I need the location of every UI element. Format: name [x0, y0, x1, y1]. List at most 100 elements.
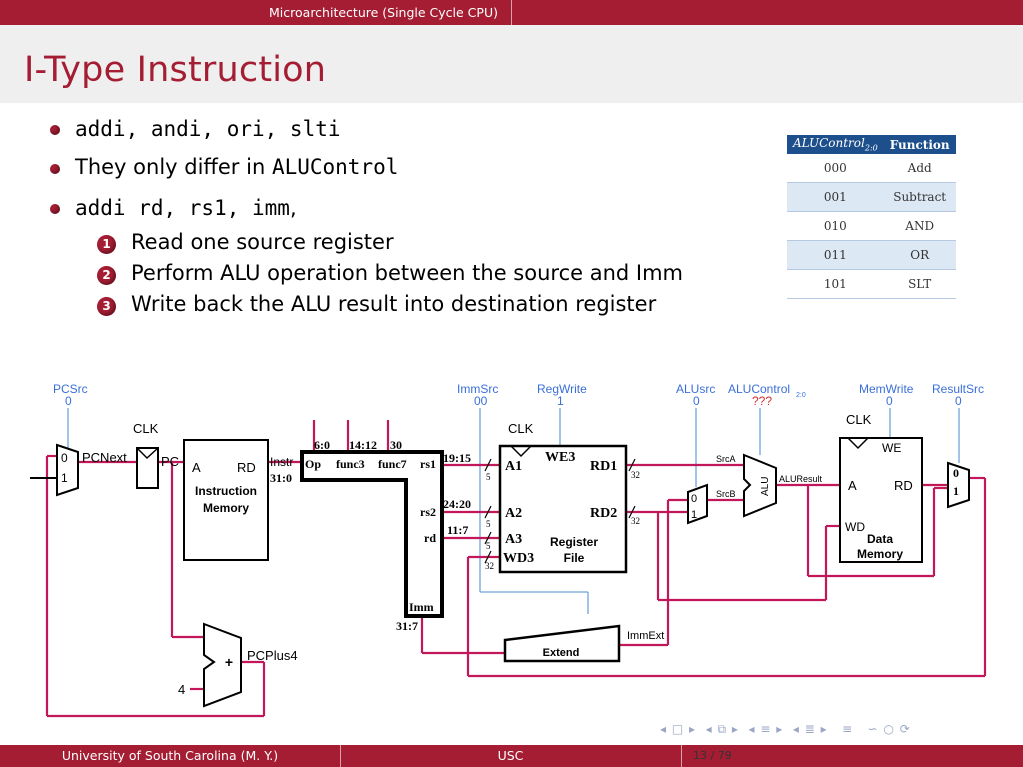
- memwrite-label: MemWrite: [859, 382, 914, 396]
- register-file: [498, 444, 628, 574]
- clock-triangle-icon: [847, 437, 869, 450]
- a1-label: A1: [505, 459, 522, 474]
- bullet-2-code: ALUControl: [271, 155, 399, 179]
- clock-triangle-icon: [510, 445, 532, 458]
- alucontrol-value: ???: [752, 394, 772, 408]
- slide-title: I-Type Instruction: [24, 50, 327, 90]
- step-1: Read one source register: [131, 230, 394, 254]
- bullet-3-suffix: ,: [289, 196, 297, 220]
- bullet-2: They only differ in ALUControl: [75, 155, 398, 179]
- pc-mux: [56, 443, 79, 497]
- table-cell: Subtract: [883, 182, 956, 212]
- srcb-mux-in0: 0: [691, 493, 697, 505]
- instr-bits-label: 31:0: [270, 471, 292, 485]
- table-cell: OR: [883, 240, 956, 270]
- rd2-label: RD2: [590, 506, 617, 521]
- alucontrol-label: ALUControl: [728, 382, 790, 396]
- footer-institution: University of South Carolina (M. Y.): [0, 745, 341, 767]
- navigation-controls: ◂ □ ▸ ◂ ⧉ ▸ ◂ ≡ ▸ ◂ ≣ ▸ ≡ ∽ ○ ⟳: [660, 722, 911, 737]
- a2-label: A2: [505, 506, 522, 521]
- result-mux-in1: 1: [953, 484, 959, 498]
- nav-align-icon[interactable]: ≡: [842, 722, 854, 736]
- regwrite-value: 1: [557, 394, 564, 408]
- bits-19-15: 19:15: [443, 451, 471, 465]
- dmem-name-2: Memory: [857, 547, 903, 561]
- nav-section-icon[interactable]: ◂ ≡ ▸: [748, 722, 784, 736]
- footer-bar: University of South Carolina (M. Y.) USC…: [0, 745, 1023, 767]
- pcplus4-label: PCPlus4: [247, 648, 298, 663]
- table-cell: 010: [787, 211, 884, 241]
- width-rd1: 32: [631, 470, 640, 480]
- bullet-marker: [50, 204, 60, 214]
- constant-four: 4: [178, 682, 185, 697]
- footer-short-title: USC: [340, 745, 682, 767]
- bullet-2-prefix: They only differ in: [75, 155, 272, 179]
- pc-mux-in0: 0: [61, 451, 68, 465]
- srca-label: SrcA: [716, 454, 736, 464]
- bullet-3-code: addi rd, rs1, imm: [75, 196, 290, 220]
- step-2: Perform ALU operation between the source…: [131, 261, 683, 285]
- alusrc-value: 0: [693, 394, 700, 408]
- memwrite-value: 0: [886, 394, 893, 408]
- table-header-function: Function: [883, 135, 956, 154]
- field-rs2: rs2: [420, 505, 436, 519]
- table-header-row: ALUControl2:0 Function: [787, 135, 956, 154]
- pc-mux-in1: 1: [61, 471, 68, 485]
- imem-a-label: A: [192, 460, 201, 475]
- table-cell: Add: [883, 154, 956, 183]
- bullet-marker: [50, 125, 60, 135]
- bits-31-7: 31:7: [396, 619, 418, 633]
- nav-frame-left-icon[interactable]: ◂ □ ▸: [660, 722, 697, 736]
- pc-clk-label: CLK: [133, 421, 159, 436]
- imem-name-2: Memory: [203, 501, 249, 515]
- immsrc-value: 00: [474, 394, 488, 408]
- dmem-rd-label: RD: [894, 478, 913, 493]
- nav-subsection-list-icon[interactable]: ◂ ≣ ▸: [792, 722, 828, 736]
- result-mux: [947, 461, 970, 509]
- imem-rd-label: RD: [237, 460, 256, 475]
- alu-unit: [743, 453, 777, 518]
- instr-label: Instr: [270, 455, 293, 469]
- field-imm: Imm: [409, 600, 434, 614]
- bits-24-20: 24:20: [443, 497, 471, 511]
- instruction-decoder: [300, 450, 444, 618]
- dmem-clk-label: CLK: [846, 412, 872, 427]
- section-title[interactable]: Microarchitecture (Single Cycle CPU): [256, 0, 512, 25]
- pcsrc-value: 0: [65, 394, 72, 408]
- step-number-3: 3: [97, 297, 116, 316]
- extend-label: Extend: [543, 647, 580, 659]
- adder-plus-label: +: [225, 654, 233, 670]
- bullet-1: addi, andi, ori, slti: [75, 117, 341, 141]
- table-cell: 000: [787, 154, 884, 183]
- width-rd: 5: [486, 541, 491, 551]
- resultsrc-value: 0: [955, 394, 962, 408]
- footer-page-number: 13 / 79: [693, 749, 732, 762]
- regwrite-label: RegWrite: [537, 382, 587, 396]
- width-rs1: 5: [486, 472, 491, 482]
- srcb-label: SrcB: [716, 489, 736, 499]
- pcsrc-label: PCSrc: [53, 382, 88, 396]
- extend-unit: [503, 624, 621, 663]
- nav-subsection-icon[interactable]: ◂ ⧉ ▸: [705, 722, 739, 736]
- wd3-label: WD3: [503, 551, 534, 566]
- instruction-memory: [183, 439, 269, 561]
- field-func7: func7: [378, 457, 407, 471]
- step-number-1: 1: [97, 235, 116, 254]
- bits-11-7: 11:7: [447, 523, 468, 537]
- title-bar: I-Type Instruction: [0, 25, 1023, 103]
- nav-search-icon[interactable]: ∽ ○ ⟳: [867, 722, 911, 736]
- field-func3: func3: [336, 457, 365, 471]
- bullet-3: addi rd, rs1, imm,: [75, 196, 297, 220]
- field-op: Op: [305, 457, 321, 471]
- control-signal-labels: PCSrc 0 ImmSrc 00 RegWrite 1 ALUsrc 0 AL…: [53, 382, 984, 408]
- field-bits-14-12: 14:12: [349, 438, 377, 452]
- data-memory: [839, 437, 923, 563]
- pcnext-label: PCNext: [82, 450, 127, 465]
- step-3: Write back the ALU result into destinati…: [131, 292, 657, 316]
